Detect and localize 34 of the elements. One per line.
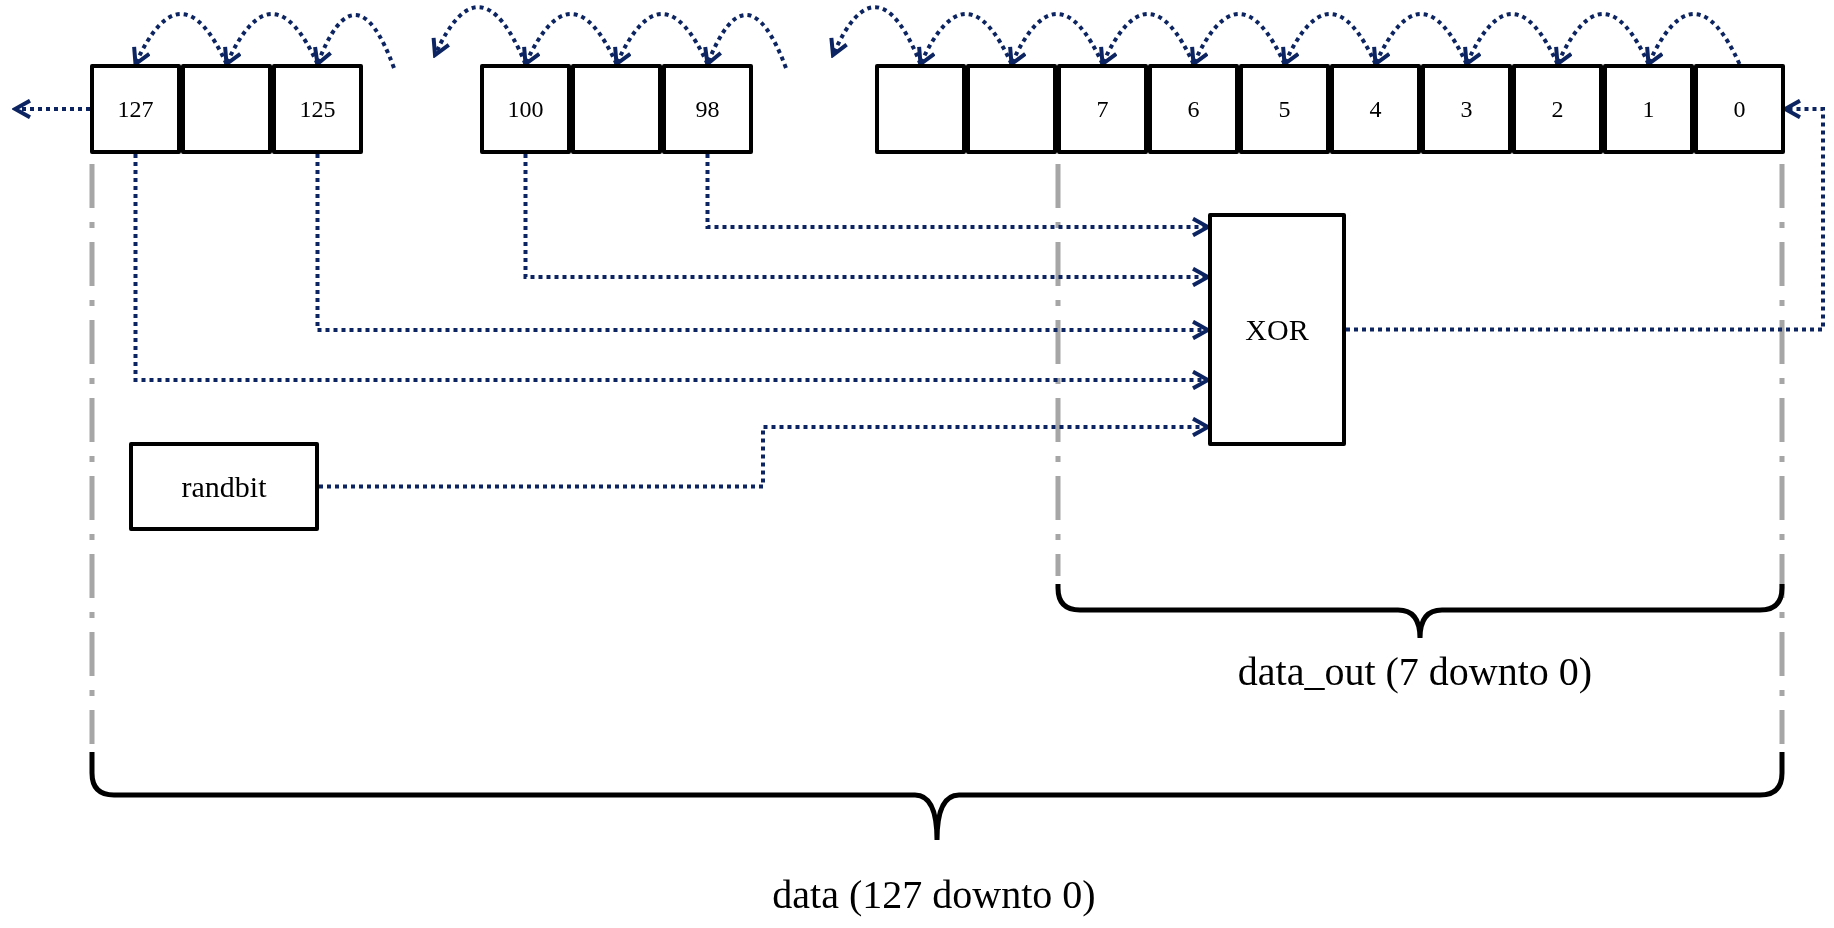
node-label: 98: [695, 97, 720, 121]
node-label: XOR: [1245, 314, 1309, 345]
node-label: 5: [1278, 97, 1291, 121]
arrow: [1645, 12, 1742, 66]
register-cell: [875, 64, 966, 154]
node-label: 4: [1369, 97, 1382, 121]
bus-label: data_out (7 downto 0): [1237, 652, 1593, 692]
node-label: 3: [1460, 97, 1473, 121]
arrow: [315, 154, 1210, 341]
arrow: [523, 154, 1210, 288]
node-label: 127: [117, 97, 154, 121]
arrow: [13, 98, 90, 120]
xor-gate-box: [1208, 213, 1346, 446]
register-cell: [480, 64, 571, 154]
arrow: [133, 154, 1210, 391]
arrow: [1346, 98, 1825, 332]
node-label: 0: [1733, 97, 1746, 121]
arrow: [705, 154, 1210, 238]
node-label: 6: [1187, 97, 1200, 121]
register-cell: [1694, 64, 1785, 154]
node-label: 2: [1551, 97, 1564, 121]
node-label: 125: [299, 97, 336, 121]
process-box: [129, 442, 319, 531]
register-cell: [90, 64, 181, 154]
arrow: [703, 13, 788, 69]
node-label: 1: [1642, 97, 1655, 121]
arrow: [319, 416, 1210, 489]
arrow: [313, 13, 396, 69]
node-label: randbit: [181, 471, 267, 502]
register-cell: [662, 64, 753, 154]
register-cell: [272, 64, 363, 154]
bus-label: data (127 downto 0): [772, 875, 1096, 915]
node-label: 100: [507, 97, 544, 121]
node-label: 7: [1096, 97, 1109, 121]
